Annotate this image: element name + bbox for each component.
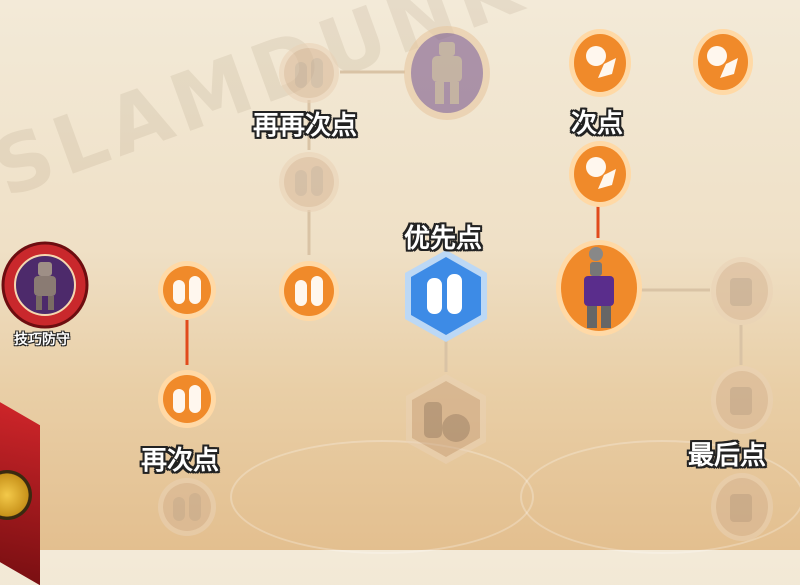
shoes-icon xyxy=(427,274,462,314)
skill-defense-label: 技巧防守 xyxy=(14,332,70,348)
shoes-icon xyxy=(295,58,323,88)
skill-node-basketball[interactable] xyxy=(568,140,632,208)
locked-skill-node-shoes[interactable] xyxy=(278,150,340,214)
label-second: 次点 xyxy=(571,109,624,139)
fist-icon xyxy=(730,278,752,306)
shoes-icon xyxy=(173,385,201,413)
fist-icon xyxy=(730,387,752,415)
label-again: 再次点 xyxy=(141,446,220,476)
locked-skill-node-defense[interactable] xyxy=(710,472,774,542)
skill-node-shoes[interactable] xyxy=(157,258,217,322)
basketball-icon xyxy=(707,46,738,78)
skill-node-priority[interactable] xyxy=(403,248,489,344)
skill-node-shooting[interactable] xyxy=(554,238,644,338)
shoes-icon xyxy=(295,276,323,306)
label-last: 最后点 xyxy=(688,441,767,471)
skill-node-shoes[interactable] xyxy=(278,258,340,324)
label-priority: 优先点 xyxy=(404,224,483,254)
skill-node-defense[interactable] xyxy=(0,240,90,335)
skill-node-shoes[interactable] xyxy=(157,367,217,431)
player-shooting-icon xyxy=(584,247,614,328)
basketball-icon xyxy=(586,157,616,189)
connector-lines xyxy=(90,60,743,372)
shoes-icon xyxy=(173,276,201,304)
locked-skill-node-player[interactable] xyxy=(402,24,492,122)
label-again-again: 再再次点 xyxy=(253,111,358,141)
locked-skill-node-shoes[interactable] xyxy=(157,475,217,539)
fist-icon xyxy=(730,494,752,522)
shoes-icon xyxy=(295,166,323,196)
locked-skill-node-shoes[interactable] xyxy=(278,40,340,106)
locked-skill-node-hand[interactable] xyxy=(404,372,488,466)
locked-skill-node-defense[interactable] xyxy=(710,256,774,326)
basketball-icon xyxy=(586,46,616,78)
player-statue-icon xyxy=(34,262,56,310)
player-statue-icon xyxy=(432,42,462,104)
skill-node-basketball[interactable] xyxy=(692,28,754,96)
skill-node-basketball[interactable] xyxy=(568,28,632,98)
locked-skill-node-defense[interactable] xyxy=(710,365,774,435)
hand-ball-icon xyxy=(424,402,470,442)
shoes-icon xyxy=(173,493,201,521)
